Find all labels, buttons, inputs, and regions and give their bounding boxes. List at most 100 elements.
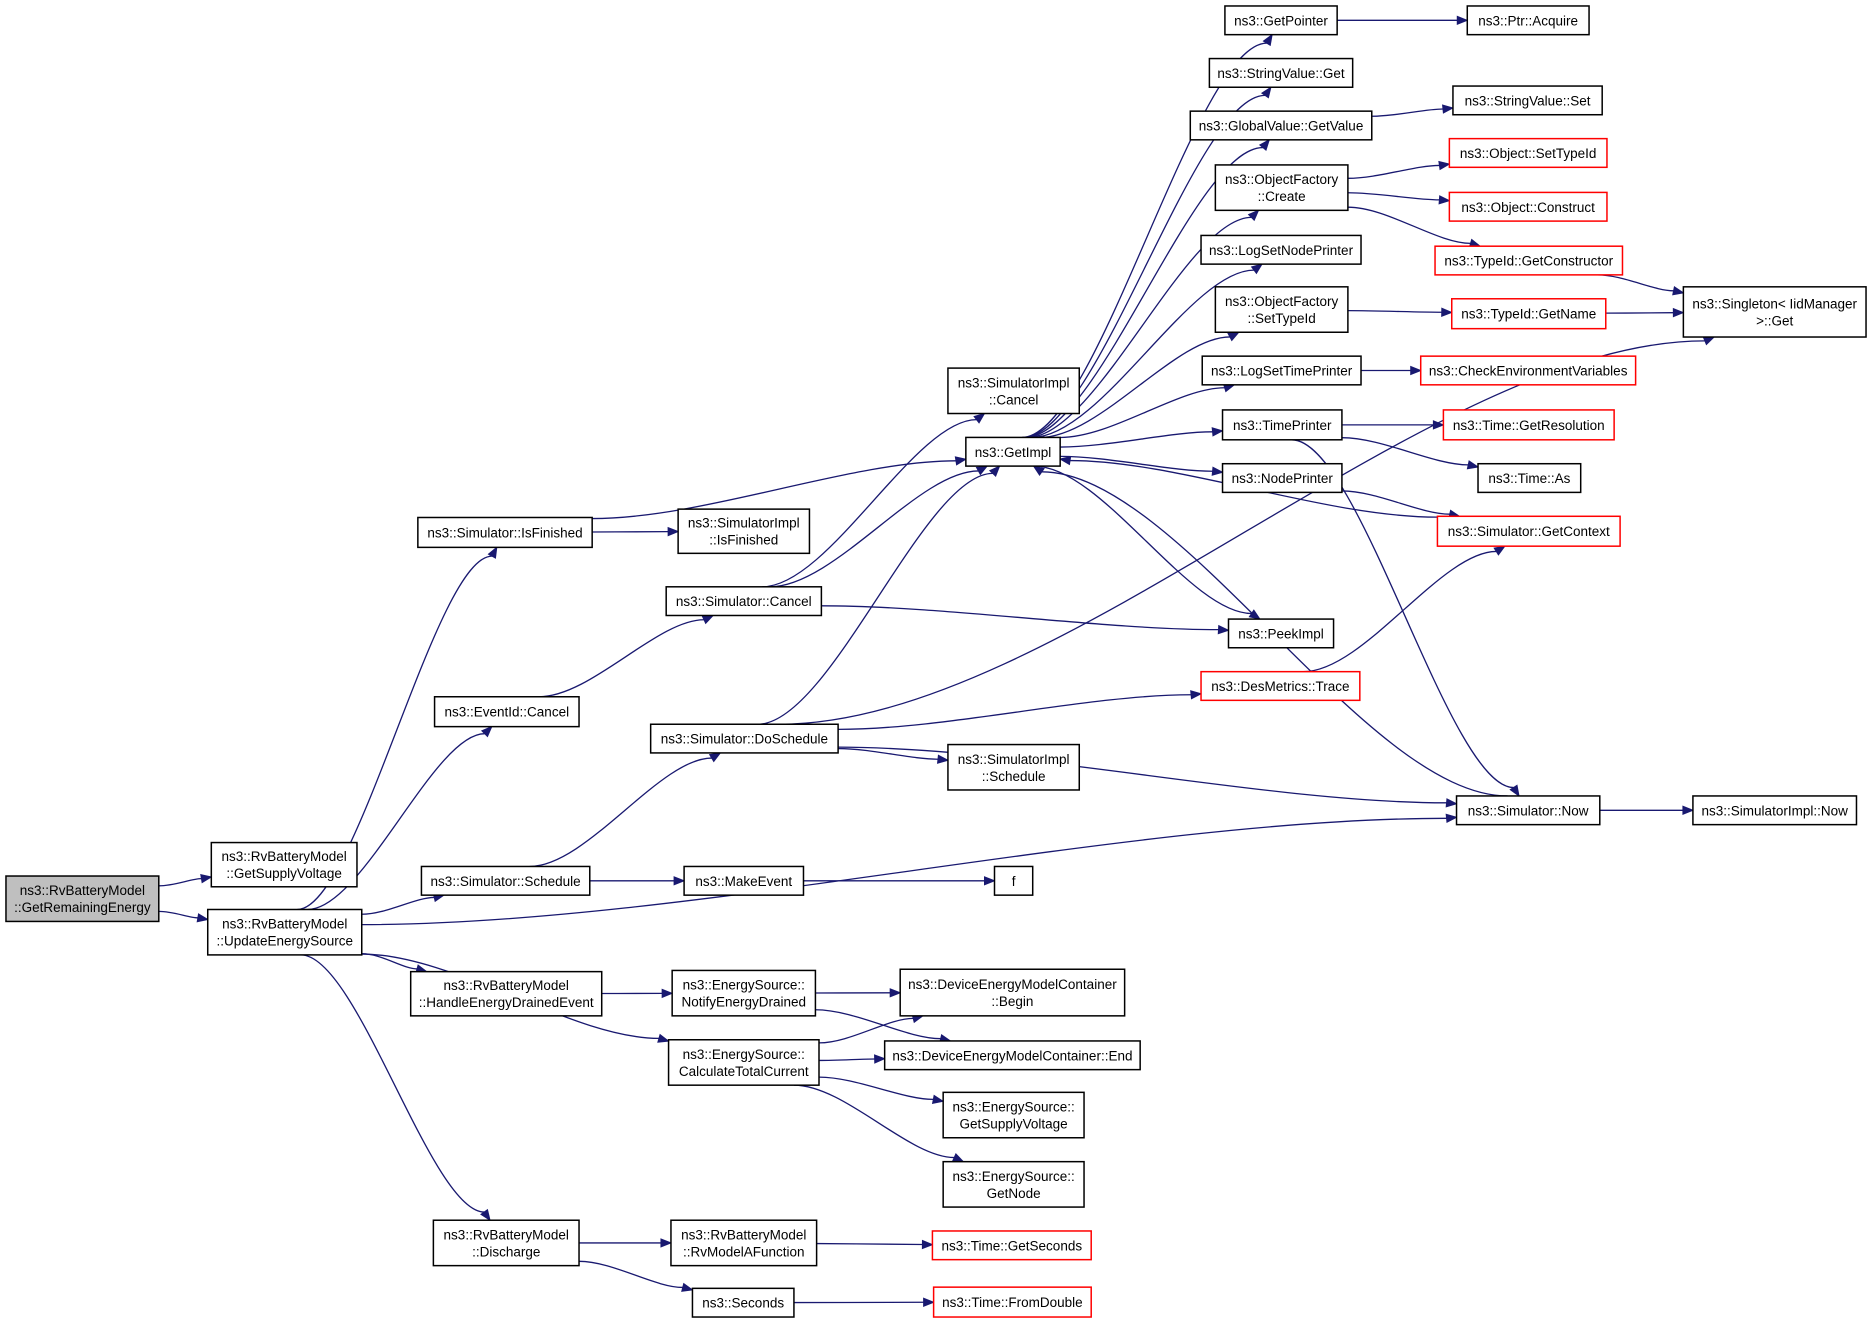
edge-globalvalue-to-stringvalueset <box>1371 108 1444 117</box>
node-rvmodel[interactable]: ns3::RvBatteryModel::RvModelAFunction <box>670 1219 818 1267</box>
node-timegetres[interactable]: ns3::Time::GetResolution <box>1442 409 1615 441</box>
node-objconstruct[interactable]: ns3::Object::Construct <box>1448 191 1608 222</box>
node-label: ns3::EnergySource:: <box>952 1169 1074 1184</box>
arrowhead <box>480 1208 491 1222</box>
node-nodeprinter[interactable]: ns3::NodePrinter <box>1221 462 1343 494</box>
node-box <box>1224 5 1338 36</box>
node-isfinished[interactable]: ns3::Simulator::IsFinished <box>417 516 593 549</box>
arrowhead <box>196 913 210 923</box>
node-desmetrics[interactable]: ns3::DesMetrics::Trace <box>1200 670 1361 702</box>
node-logsettime[interactable]: ns3::LogSetTimePrinter <box>1201 355 1362 386</box>
node-label: GetSupplyVoltage <box>960 1117 1068 1132</box>
edge-getimpl-to-globalvalue <box>1024 146 1263 439</box>
node-timeas[interactable]: ns3::Time::As <box>1477 462 1582 494</box>
node-label: ::GetSupplyVoltage <box>226 866 342 881</box>
node-ofsettypeid[interactable]: ns3::ObjectFactory::SetTypeId <box>1214 286 1349 333</box>
node-label: ns3::Simulator::IsFinished <box>427 525 582 540</box>
node-stringvalueset[interactable]: ns3::StringValue::Set <box>1452 85 1603 116</box>
edge-calctotal-to-demcbegin <box>818 1017 914 1044</box>
node-demcbegin[interactable]: ns3::DeviceEnergyModelContainer::Begin <box>899 968 1126 1017</box>
node-label: ns3::RvBatteryModel <box>681 1227 806 1242</box>
node-demcend[interactable]: ns3::DeviceEnergyModelContainer::End <box>883 1040 1141 1071</box>
node-simnow[interactable]: ns3::Simulator::Now <box>1455 795 1601 826</box>
node-root[interactable]: ns3::RvBatteryModel::GetRemainingEnergy <box>5 875 160 923</box>
node-label: ::Create <box>1258 189 1306 204</box>
arrowhead <box>673 876 686 886</box>
node-globalvalue[interactable]: ns3::GlobalValue::GetValue <box>1189 110 1373 141</box>
node-typeidgetconstructor[interactable]: ns3::TypeId::GetConstructor <box>1434 245 1624 276</box>
node-makeevent[interactable]: ns3::MakeEvent <box>683 865 805 896</box>
node-stringvalueget[interactable]: ns3::StringValue::Get <box>1208 57 1354 88</box>
arrowhead <box>1672 307 1685 318</box>
edge-getimpl-to-ofcreate <box>1027 216 1252 439</box>
edge-getimpl-to-ofsettypeid <box>1040 336 1230 439</box>
node-objsettypeid[interactable]: ns3::Object::SetTypeId <box>1448 137 1608 169</box>
edge-root-to-update <box>158 910 198 919</box>
arrowhead <box>921 1239 934 1250</box>
edge-update-to-eventcancel <box>307 733 485 911</box>
node-label: ns3::Time::FromDouble <box>942 1295 1083 1310</box>
node-getsupply[interactable]: ns3::RvBatteryModel::GetSupplyVoltage <box>210 841 358 888</box>
node-timegetseconds[interactable]: ns3::Time::GetSeconds <box>931 1230 1092 1261</box>
node-label: ::IsFinished <box>709 533 778 548</box>
node-simimplnow[interactable]: ns3::SimulatorImpl::Now <box>1692 795 1858 826</box>
node-label: ns3::PeekImpl <box>1238 626 1324 641</box>
arrowhead <box>660 1238 673 1248</box>
edge-doschedule-to-desmetrics <box>838 694 1192 731</box>
edge-discharge-to-seconds <box>579 1260 683 1289</box>
node-label: ns3::TimePrinter <box>1233 418 1332 433</box>
node-box <box>409 970 603 1017</box>
node-label: ::GetRemainingEnergy <box>14 900 151 915</box>
arrowhead <box>657 1033 670 1043</box>
node-box <box>965 436 1061 467</box>
node-box <box>942 1091 1085 1139</box>
node-checkenv[interactable]: ns3::CheckEnvironmentVariables <box>1419 355 1637 386</box>
node-simcancel[interactable]: ns3::Simulator::Cancel <box>665 586 823 617</box>
arrowhead <box>1211 427 1224 437</box>
edge-simcancel-to-peekimpl <box>821 605 1219 631</box>
node-ptracquire[interactable]: ns3::Ptr::Acquire <box>1466 5 1590 36</box>
node-esgetsupply[interactable]: ns3::EnergySource::GetSupplyVoltage <box>942 1091 1085 1139</box>
node-schedule[interactable]: ns3::Simulator::Schedule <box>420 865 591 896</box>
node-box <box>667 1039 820 1086</box>
node-handle[interactable]: ns3::RvBatteryModel::HandleEnergyDrained… <box>409 970 603 1017</box>
arrowhead <box>951 1153 965 1163</box>
node-label: ns3::TypeId::GetConstructor <box>1444 254 1613 269</box>
node-notifydrained[interactable]: ns3::EnergySource::NotifyEnergyDrained <box>671 969 817 1017</box>
node-label: ns3::NodePrinter <box>1232 471 1334 486</box>
arrowhead <box>1466 460 1480 470</box>
node-ofcreate[interactable]: ns3::ObjectFactory::Create <box>1214 164 1349 212</box>
node-f[interactable]: f <box>993 865 1034 896</box>
node-typeidgetname[interactable]: ns3::TypeId::GetName <box>1451 298 1607 330</box>
edge-root-to-getsupply <box>158 877 202 887</box>
edge-ofcreate-to-objsettypeid <box>1347 164 1440 179</box>
node-box <box>931 1230 1092 1261</box>
node-update[interactable]: ns3::RvBatteryModel::UpdateEnergySource <box>206 908 363 956</box>
node-simimplschedule[interactable]: ns3::SimulatorImpl::Schedule <box>947 743 1081 791</box>
node-eventcancel[interactable]: ns3::EventId::Cancel <box>433 696 580 728</box>
node-label: ns3::Singleton< IidManager <box>1692 296 1857 311</box>
node-calctotal[interactable]: ns3::EnergySource::CalculateTotalCurrent <box>667 1039 820 1086</box>
node-box <box>1455 795 1601 826</box>
arrowhead <box>1032 465 1045 476</box>
node-peekimpl[interactable]: ns3::PeekImpl <box>1227 618 1335 649</box>
node-esgetnode[interactable]: ns3::EnergySource::GetNode <box>942 1160 1085 1208</box>
node-label: ::Begin <box>991 994 1033 1009</box>
node-doschedule[interactable]: ns3::Simulator::DoSchedule <box>649 723 839 754</box>
node-simgetcontext[interactable]: ns3::Simulator::GetContext <box>1436 515 1621 547</box>
node-timefromdouble[interactable]: ns3::Time::FromDouble <box>932 1286 1092 1318</box>
node-label: f <box>1012 874 1016 889</box>
node-timeprinter[interactable]: ns3::TimePrinter <box>1221 409 1343 441</box>
node-singleton[interactable]: ns3::Singleton< IidManager>::Get <box>1682 286 1867 338</box>
node-label: ::Cancel <box>989 392 1039 407</box>
node-seconds[interactable]: ns3::Seconds <box>691 1287 795 1318</box>
node-discharge[interactable]: ns3::RvBatteryModel::Discharge <box>432 1219 580 1267</box>
node-simimplcancel[interactable]: ns3::SimulatorImpl::Cancel <box>947 367 1081 415</box>
node-label: ns3::MakeEvent <box>695 874 792 889</box>
node-logsetnode[interactable]: ns3::LogSetNodePrinter <box>1200 234 1362 265</box>
node-label: ns3::DeviceEnergyModelContainer::End <box>892 1048 1132 1063</box>
node-getimpl[interactable]: ns3::GetImpl <box>965 436 1061 467</box>
node-getpointer[interactable]: ns3::GetPointer <box>1224 5 1338 36</box>
node-simimplisfinished[interactable]: ns3::SimulatorImpl::IsFinished <box>677 508 811 555</box>
node-box <box>1466 5 1590 36</box>
